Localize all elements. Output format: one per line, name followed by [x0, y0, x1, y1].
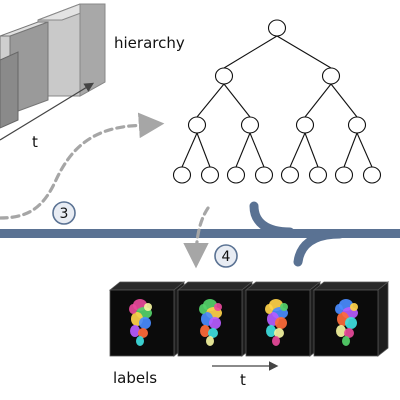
volume-cube-front: [0, 51, 19, 129]
tree-leaf-node: [200, 166, 220, 184]
hierarchy-label: hierarchy: [114, 34, 185, 52]
tree-leaf-node: [172, 166, 192, 184]
tree-edge: [304, 83, 332, 118]
labels-caption: labels: [113, 369, 157, 387]
tree-leaf-node: [334, 166, 354, 184]
label-frame-1: [108, 281, 186, 357]
dashed-arrow-to-labels: [183, 206, 210, 269]
dashed-arrow-to-hierarchy: [0, 112, 165, 220]
tree-edge: [196, 83, 225, 118]
label-frame-3: [244, 281, 322, 357]
segmented-brain-label-map-icon: [265, 299, 288, 346]
tree-edge: [343, 132, 358, 168]
tree-edge: [223, 83, 251, 118]
image-volume-stack: t: [0, 3, 106, 151]
tree-edge: [304, 132, 319, 168]
tree-edge: [249, 132, 265, 168]
label-frame-stack: [108, 281, 390, 357]
tree-edge: [223, 35, 278, 69]
tree-leaf-node: [226, 166, 246, 184]
time-label-top: t: [32, 133, 38, 151]
tree-leaf-node: [254, 166, 274, 184]
segmented-brain-label-map-icon: [335, 299, 358, 346]
tree-node: [214, 67, 234, 85]
step-badge-3: 3: [52, 201, 76, 225]
time-axis-top: [0, 82, 95, 141]
tree-edge: [235, 132, 251, 168]
tree-leaf-node: [308, 166, 328, 184]
step-number-3: 3: [60, 206, 69, 222]
tree-edge: [196, 132, 211, 168]
tree-edge: [330, 83, 358, 118]
flow-band: [0, 201, 400, 267]
tree-node: [347, 116, 367, 134]
tree-leaf-node: [362, 166, 382, 184]
tree-edge: [356, 132, 373, 168]
label-frame-4: [312, 281, 390, 357]
tree-node: [321, 67, 341, 85]
tree-node: [187, 116, 207, 134]
tree-node: [240, 116, 260, 134]
tree-leaf-node: [280, 166, 300, 184]
label-frame-2: [176, 281, 254, 357]
volume-cube-back: [37, 3, 106, 97]
step-number-4: 4: [222, 249, 231, 265]
time-label-bottom: t: [240, 371, 246, 389]
tree-edge: [276, 35, 332, 69]
tree-node: [295, 116, 315, 134]
hierarchy-tree: [172, 19, 382, 184]
segmented-brain-label-map-icon: [199, 299, 222, 346]
step-badge-4: 4: [214, 244, 238, 268]
tree-edge: [289, 132, 306, 168]
tree-edge: [181, 132, 198, 168]
tree-node: [267, 19, 287, 37]
segmented-brain-label-map-icon: [129, 299, 152, 346]
